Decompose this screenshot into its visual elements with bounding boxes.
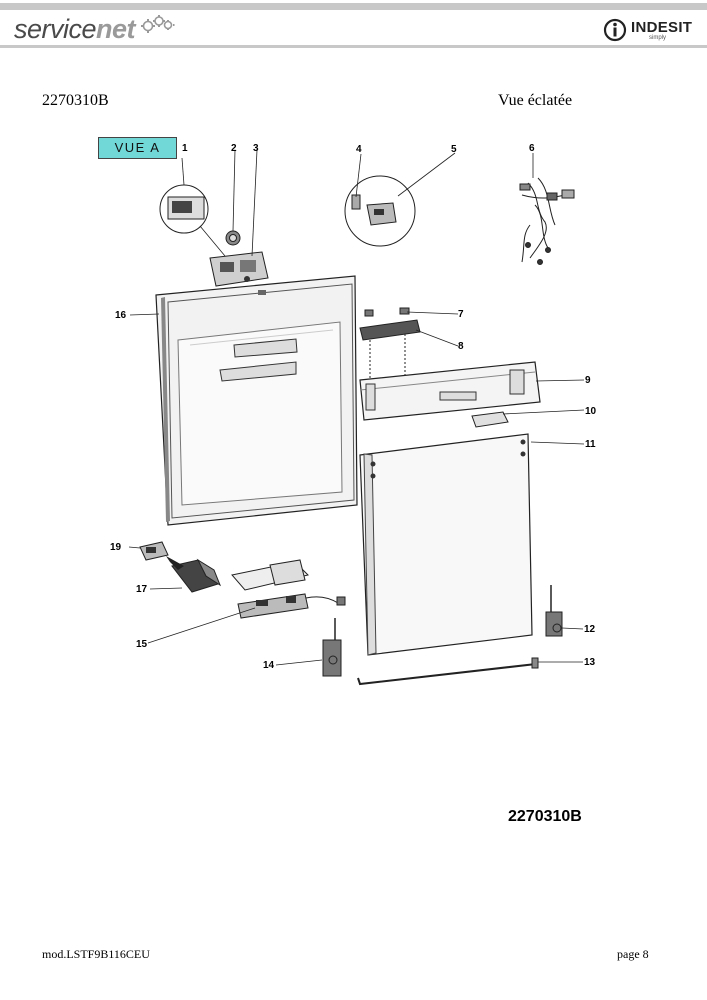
callout-13: 13 — [584, 657, 596, 668]
leader-lines — [128, 149, 585, 666]
part-9-control-panel — [359, 361, 541, 421]
indesit-tagline: simply — [649, 34, 667, 41]
callout-1: 1 — [182, 143, 188, 154]
part-14-hinge-left — [322, 618, 342, 677]
indesit-i-icon — [603, 18, 627, 42]
part-1-latch-detail — [167, 196, 205, 220]
callout-14: 14 — [263, 660, 275, 671]
callout-8: 8 — [458, 341, 464, 352]
callout-5: 5 — [451, 144, 457, 155]
callout-6: 6 — [529, 143, 535, 154]
part-15-pcb-assembly — [231, 559, 346, 619]
part-11-outer-door — [359, 433, 533, 656]
callout-12: 12 — [584, 624, 596, 635]
part-12-hinge-right — [545, 585, 563, 637]
header-bottom-rule — [0, 45, 707, 48]
document-reference: 2270310B — [42, 92, 109, 109]
callout-15: 15 — [136, 639, 148, 650]
indesit-wordmark: INDESIT — [631, 18, 693, 36]
logo-text-net: net — [96, 14, 136, 44]
part-10-handle — [471, 411, 509, 428]
logo-text-service: service — [14, 14, 97, 44]
part-3-door-lock — [209, 251, 269, 287]
view-a-label: VUE A — [98, 137, 177, 159]
callout-17: 17 — [136, 584, 148, 595]
callout-7: 7 — [458, 309, 464, 320]
callout-11: 11 — [585, 439, 596, 450]
servicenet-logo: servicenet — [14, 14, 136, 44]
footer-model: mod.LSTF9B116CEU — [42, 947, 150, 961]
callout-10: 10 — [585, 406, 597, 417]
callout-4: 4 — [356, 144, 362, 155]
part-13-rod — [357, 657, 539, 686]
callout-3: 3 — [253, 143, 259, 154]
callout-16: 16 — [115, 310, 127, 321]
footer-page: page 8 — [617, 947, 649, 961]
part-7-8-bracket — [359, 307, 421, 380]
drawing-reference: 2270310B — [508, 808, 582, 825]
callout-numbers: 1 2 3 4 5 6 7 8 9 10 11 12 13 14 15 16 1… — [110, 143, 597, 671]
gears-icon — [141, 15, 175, 33]
part-2-knob — [225, 230, 241, 246]
callout-19: 19 — [110, 542, 122, 553]
part-16-inner-door-panel — [155, 275, 358, 526]
header-top-rule — [0, 3, 707, 10]
indesit-logo: INDESIT simply — [603, 18, 692, 42]
document-title: Vue éclatée — [498, 92, 573, 109]
detail-circle-5 — [344, 175, 416, 247]
part-4-5-switch — [351, 194, 397, 226]
callout-2: 2 — [231, 143, 237, 154]
part-6-wiring — [519, 177, 575, 265]
part-17-19-dispenser — [139, 541, 222, 593]
callout-9: 9 — [585, 375, 591, 386]
